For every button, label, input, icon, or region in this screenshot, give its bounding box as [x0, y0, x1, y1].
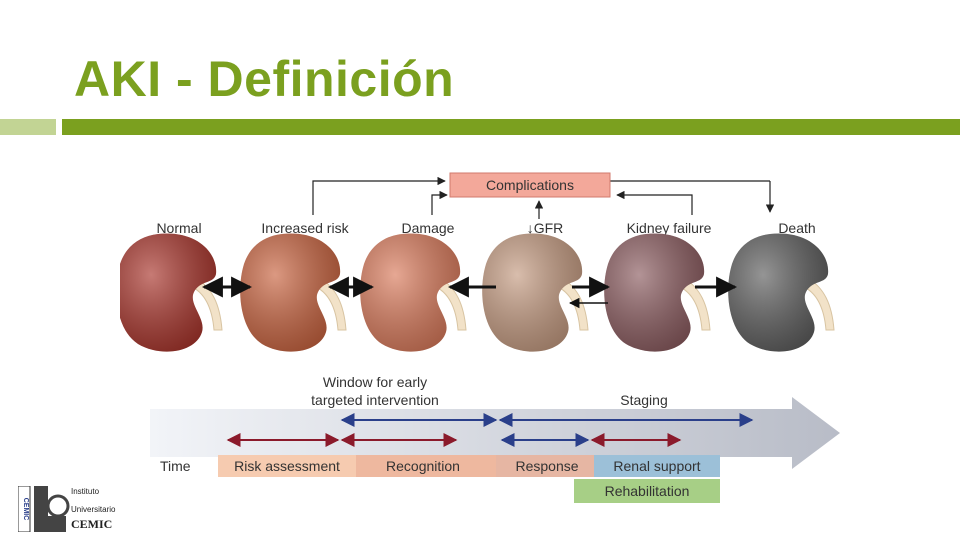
recognition-label: Recognition	[386, 458, 460, 474]
renal-support-band	[594, 455, 720, 477]
window-label-line2: targeted intervention	[311, 392, 439, 408]
kidney-damage	[360, 233, 467, 352]
title-underline	[62, 119, 960, 135]
kidney-normal	[120, 233, 223, 352]
risk-assessment-band	[218, 455, 356, 477]
complications-loop: Complications	[312, 172, 775, 219]
rehabilitation-label: Rehabilitation	[605, 483, 690, 499]
complications-box	[449, 172, 611, 198]
stage-labels: Normal Increased risk Damage ↓GFR Kidney…	[156, 220, 815, 236]
staging-label: Staging	[620, 392, 667, 408]
title-underline-light	[0, 119, 56, 135]
complications-label: Complications	[486, 177, 574, 193]
kidney-kidney-failure	[604, 233, 711, 352]
slide-title: AKI - Definición	[74, 51, 455, 107]
aki-diagram: Complications Normal Increased risk Dama…	[120, 172, 840, 503]
stage-label-increased-risk: Increased risk	[261, 220, 349, 236]
logo-circle	[46, 494, 70, 518]
logo-mark	[34, 486, 66, 532]
response-label: Response	[515, 458, 578, 474]
logo-line1: Instituto	[71, 487, 100, 496]
risk-assessment-label: Risk assessment	[234, 458, 340, 474]
stage-label-damage: Damage	[402, 220, 455, 236]
logo-line2: Universitario	[71, 505, 116, 514]
kidney-increased-risk	[240, 233, 347, 352]
loop-arrow-from-damage	[431, 190, 448, 215]
kidneys	[120, 233, 835, 352]
loop-arrow-from-increased-risk	[312, 176, 446, 215]
logo-vertical-text: CEMIC	[22, 498, 29, 521]
loop-arrow-from-kidney-failure	[616, 190, 693, 215]
logo-vertical-bar	[18, 486, 31, 532]
stage-arrows	[201, 276, 738, 309]
response-band	[496, 455, 594, 477]
stage-label-death: Death	[778, 220, 815, 236]
kidney-death	[728, 233, 835, 352]
stage-label-gfr: ↓GFR	[527, 220, 564, 236]
cemic-logo: CEMIC Instituto Universitario CEMIC	[18, 486, 116, 532]
rehabilitation-band	[574, 479, 720, 503]
time-label: Time	[160, 458, 191, 474]
stage-label-normal: Normal	[156, 220, 201, 236]
logo-line3: CEMIC	[71, 517, 112, 531]
stage-label-kidney-failure: Kidney failure	[627, 220, 712, 236]
window-label-line1: Window for early	[323, 374, 427, 390]
recognition-band	[356, 455, 496, 477]
kidney-gfr	[482, 233, 589, 352]
renal-support-label: Renal support	[613, 458, 700, 474]
